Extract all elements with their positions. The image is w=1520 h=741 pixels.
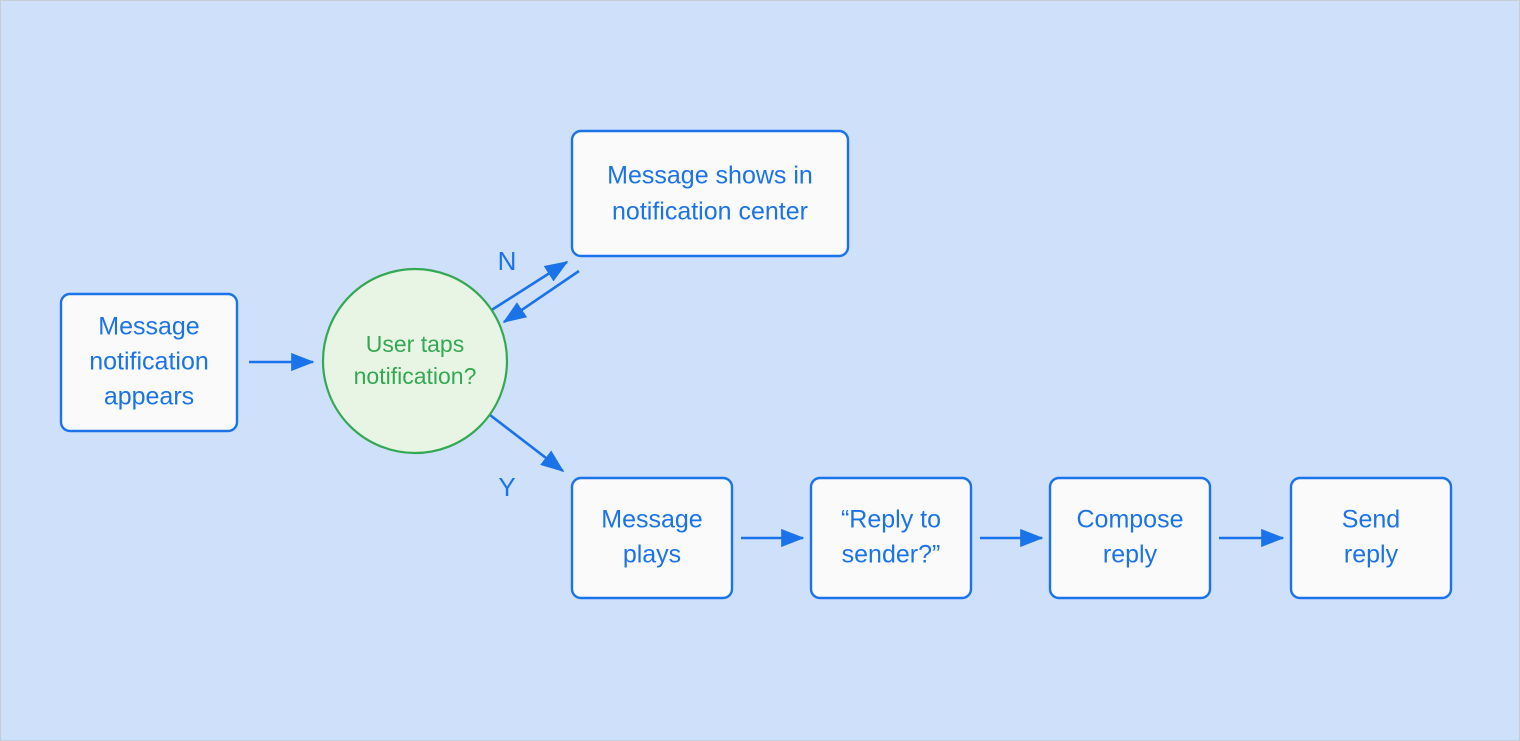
node-send-reply[interactable]: Send reply	[1289, 476, 1453, 600]
node-message-plays[interactable]: Message plays	[570, 476, 734, 600]
branch-label-no: N	[498, 246, 517, 276]
node-compose-reply[interactable]: Compose reply	[1048, 476, 1212, 600]
node-shape[interactable]	[570, 129, 850, 258]
node-label-line-2: notification center	[612, 198, 808, 226]
edge-decision-to-message-plays	[489, 413, 565, 473]
node-user-taps-notification-decision[interactable]: User taps notification?	[321, 267, 509, 455]
node-label-line-1: User taps	[366, 331, 464, 357]
node-label-line-2: reply	[1103, 541, 1158, 569]
node-label-line-2: reply	[1344, 541, 1399, 569]
node-label-line-1: “Reply to	[841, 506, 941, 534]
node-label-line-1: Compose	[1077, 506, 1184, 534]
node-shape[interactable]	[59, 292, 239, 433]
node-shape[interactable]	[809, 476, 973, 600]
node-label-line-1: Message	[601, 506, 702, 534]
edge-notification-center-to-decision	[502, 269, 580, 324]
node-shape[interactable]	[321, 267, 509, 455]
node-shape[interactable]	[1048, 476, 1212, 600]
node-label-line-1: Message shows in	[607, 162, 813, 190]
node-shape[interactable]	[570, 476, 734, 600]
node-label-line-2: plays	[623, 541, 681, 569]
node-label-line-1: Send	[1342, 506, 1400, 534]
node-label-line-1: Message	[98, 313, 199, 341]
node-reply-to-sender[interactable]: “Reply to sender?”	[809, 476, 973, 600]
node-message-notification-appears[interactable]: Message notification appears	[59, 292, 239, 433]
node-label-line-3: appears	[104, 383, 194, 411]
node-shape[interactable]	[1289, 476, 1453, 600]
branch-label-yes: Y	[498, 472, 515, 502]
node-message-shows-in-notification-center[interactable]: Message shows in notification center	[570, 129, 850, 258]
node-label-line-2: sender?”	[842, 541, 941, 569]
node-label-line-2: notification	[89, 348, 209, 376]
node-label-line-2: notification?	[354, 363, 477, 389]
